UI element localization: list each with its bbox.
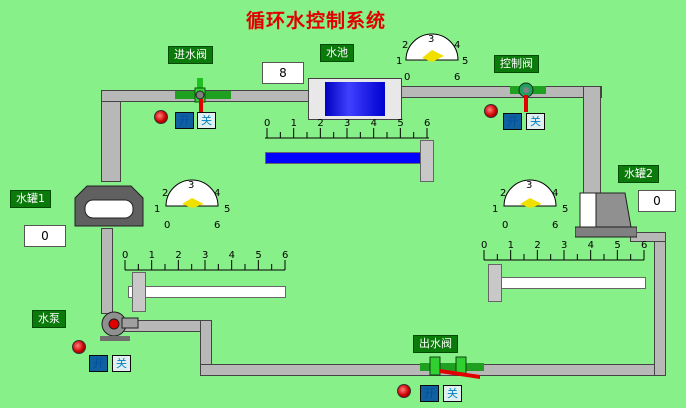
svg-text:2: 2 [500,188,506,199]
control-valve-on-button[interactable]: 开 [503,113,522,130]
outlet-valve-label: 出水阀 [413,335,458,353]
tank2-icon [575,192,637,238]
svg-text:6: 6 [214,220,220,231]
pool-level-slider[interactable] [420,140,434,182]
pipe-tank1-down [101,228,113,314]
svg-text:1: 1 [154,204,160,215]
tank2-scale-ticks: 0 1 2 3 4 5 6 [481,238,647,262]
svg-text:6: 6 [552,220,558,231]
tank1-scale-ticks: 0 1 2 3 4 5 6 [122,248,288,272]
inlet-valve-indicator-light [154,110,168,124]
scale-tick-label: 3 [344,118,350,129]
scale-tick-label: 0 [264,118,270,129]
scale-tick-label: 6 [641,240,647,251]
pump-label: 水泵 [32,310,66,328]
pipe-tank1-up [101,90,121,182]
scale-tick-label: 5 [255,250,261,261]
pipe-top-right [400,86,602,98]
scale-tick-label: 5 [397,118,403,129]
control-valve-indicator-light [484,104,498,118]
gauge-tick: 5 [462,56,468,67]
scale-tick-label: 4 [588,240,594,251]
scale-tick-label: 1 [149,250,155,261]
svg-text:0: 0 [502,220,508,231]
svg-text:3: 3 [188,180,194,191]
svg-text:0: 0 [164,220,170,231]
gauge-tick: 3 [428,34,434,45]
scale-tick-label: 1 [291,118,297,129]
tank1-icon [74,185,144,227]
page-title: 循环水控制系统 [246,10,387,32]
scale-tick-label: 6 [424,118,430,129]
svg-text:1: 1 [492,204,498,215]
pool-scale-ticks: 0 1 2 3 4 5 6 [264,116,430,140]
inlet-valve-icon[interactable] [175,78,231,112]
inlet-valve-off-button[interactable]: 关 [197,112,216,129]
tank1-value-display: 0 [24,225,66,247]
scale-tick-label: 1 [508,240,514,251]
pool-water [325,82,385,116]
pool-value-display: 8 [262,62,304,84]
scale-tick-label: 2 [534,240,540,251]
inlet-valve-label: 进水阀 [168,46,213,64]
svg-text:3: 3 [526,180,532,191]
svg-text:5: 5 [224,204,230,215]
inlet-valve-on-button[interactable]: 开 [175,112,194,129]
pump-indicator-light [72,340,86,354]
gauge-tick: 1 [396,56,402,67]
control-valve-off-button[interactable]: 关 [526,113,545,130]
tank1-gauge: 0 1 2 3 4 5 6 [154,179,230,231]
control-valve-label: 控制阀 [494,55,539,73]
pipe-right-down [583,86,601,194]
outlet-valve-icon[interactable] [420,355,484,383]
pump-on-button[interactable]: 开 [89,355,108,372]
pool-level-bar [265,152,423,164]
pool-tank [308,78,402,120]
svg-text:5: 5 [562,204,568,215]
scale-tick-label: 6 [282,250,288,261]
scale-tick-label: 0 [122,250,128,261]
scale-tick-label: 4 [371,118,377,129]
pump-icon[interactable] [96,308,140,342]
svg-text:4: 4 [552,188,558,199]
scale-tick-label: 2 [175,250,181,261]
scale-tick-label: 4 [229,250,235,261]
pool-level-fill [266,153,422,163]
outlet-valve-indicator-light [397,384,411,398]
tank2-level-bar [488,277,646,289]
gauge-tick: 6 [454,72,460,82]
pipe-tank2-down [654,232,666,376]
control-valve-icon[interactable] [510,80,546,112]
scale-tick-label: 5 [614,240,620,251]
tank1-label: 水罐1 [10,190,51,208]
gauge-tick: 0 [404,72,410,82]
tank2-value-display: 0 [638,190,676,212]
outlet-valve-on-button[interactable]: 开 [420,385,439,402]
tank1-level-slider[interactable] [132,272,146,312]
gauge-tick: 4 [454,40,460,51]
svg-text:4: 4 [214,188,220,199]
scale-tick-label: 3 [202,250,208,261]
scale-tick-label: 0 [481,240,487,251]
pool-gauge: 0 1 2 3 4 5 6 [396,33,468,82]
pool-label: 水池 [320,44,354,62]
tank2-level-slider[interactable] [488,264,502,302]
scale-tick-label: 3 [561,240,567,251]
tank2-gauge: 0 1 2 3 4 5 6 [492,179,568,231]
tank1-level-bar [128,286,286,298]
tank2-label: 水罐2 [618,165,659,183]
gauge-tick: 2 [402,40,408,51]
svg-text:2: 2 [162,188,168,199]
scale-tick-label: 2 [317,118,323,129]
outlet-valve-off-button[interactable]: 关 [443,385,462,402]
pump-off-button[interactable]: 关 [112,355,131,372]
